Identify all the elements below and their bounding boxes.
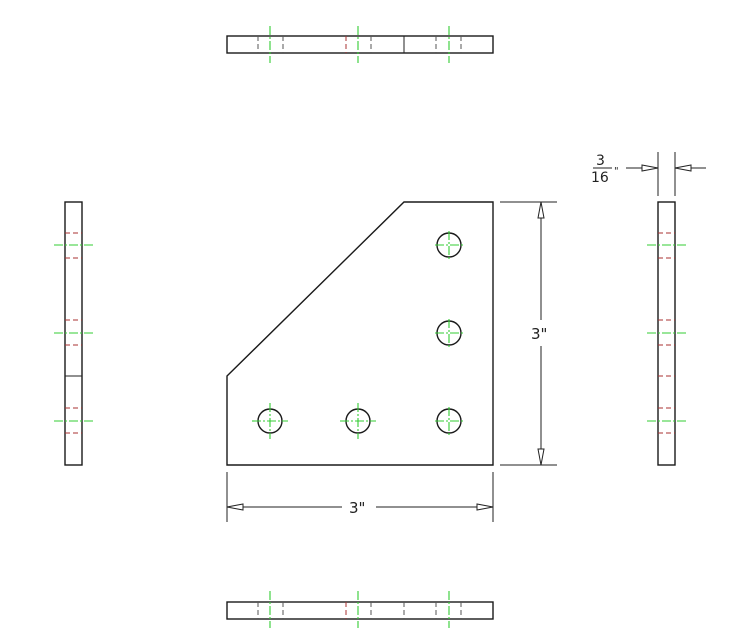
width-dimension: 3" [226,472,494,522]
hole [435,231,463,259]
right-side-view: 3 16 " [591,152,706,466]
left-side-view [54,201,93,466]
bottom-view-outline [226,601,494,620]
thickness-denominator: 16 [591,170,609,186]
width-dimension-label: 3" [349,499,365,517]
hole [252,403,288,439]
thickness-dimension: 3 16 " [591,152,706,196]
top-view [226,26,494,63]
top-view-outline [226,35,494,54]
hole [435,319,463,347]
hole [340,403,376,439]
bottom-view [226,591,494,628]
height-dimension: 3" [500,201,557,466]
front-view: 3" 3" [226,201,557,522]
hole [435,407,463,435]
thickness-unit: " [614,166,619,177]
front-view-outline [226,201,494,466]
height-dimension-label: 3" [531,325,547,343]
thickness-numerator: 3 [596,153,605,169]
